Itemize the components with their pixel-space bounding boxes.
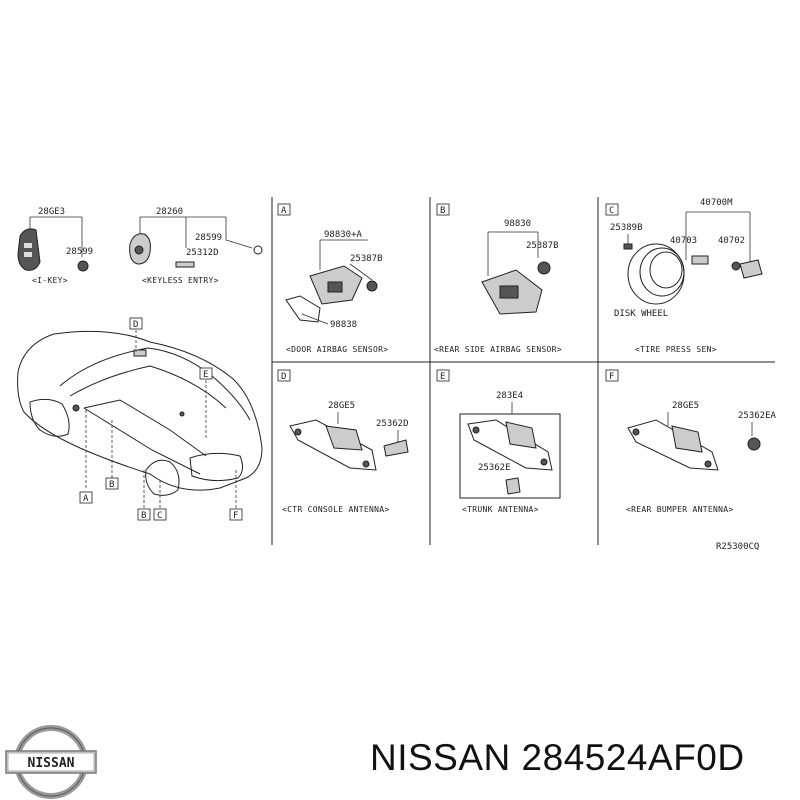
part-label-98830: 98830 — [504, 219, 531, 229]
roof-antenna — [133, 349, 147, 357]
callout-d: D — [133, 320, 138, 330]
panel-letter-e: E — [440, 372, 445, 382]
bolt-part — [383, 439, 409, 457]
part-label-disk-wheel: DISK WHEEL — [614, 309, 668, 319]
part-label-25362e: 25362E — [478, 463, 511, 473]
battery-part — [253, 245, 263, 255]
part-label-28ge5-d: 28GE5 — [328, 401, 355, 411]
intelligent-key-fob — [17, 228, 41, 271]
trunk-antenna-body — [505, 421, 537, 449]
logo-text: NISSAN — [28, 756, 75, 771]
part-label-25389b: 25389B — [610, 223, 643, 233]
panel-a-door-airbag-sensor: A 98830+A 25387B 98838 <DOOR AIRBAG SENS… — [277, 203, 388, 354]
panel-letter-c: C — [609, 206, 614, 216]
battery-part — [77, 260, 89, 272]
callout-b: B — [109, 480, 114, 490]
callout-e: E — [203, 370, 208, 380]
panel-letter-d: D — [281, 372, 286, 382]
caption-tire-press: <TIRE PRESS SEN> — [635, 345, 717, 354]
part-number: 284524AF0D — [521, 737, 745, 778]
part-label-40703: 40703 — [670, 236, 697, 246]
diagram-reference-code: R25300CQ — [716, 542, 759, 552]
valve-stem — [691, 255, 709, 265]
trunk-antenna-bracket — [467, 419, 553, 471]
panel-f-rear-bumper-antenna: F 28GE5 25362EA <REAR BUMPER ANTENNA> — [605, 369, 777, 514]
part-label-40702: 40702 — [718, 236, 745, 246]
part-label-25362d: 25362D — [376, 419, 409, 429]
caption-ctr-console: <CTR CONSOLE ANTENNA> — [282, 505, 389, 514]
tire-pressure-sensor-body — [739, 259, 763, 279]
panel-b-rear-side-airbag-sensor: B 98830 25387B <REAR SIDE AIRBAG SENSOR> — [434, 203, 562, 354]
panel-d-ctr-console-antenna: D 28GE5 25362D <CTR CONSOLE ANTENNA> — [277, 369, 409, 514]
part-label-283e4: 283E4 — [496, 391, 523, 401]
part-label-battery-2: 28599 — [195, 233, 222, 243]
callout-b-rear: B — [141, 511, 146, 521]
screw-part — [175, 261, 195, 268]
part-label-key-fob: 28GE3 — [38, 207, 65, 217]
caption-door-airbag: <DOOR AIRBAG SENSOR> — [286, 345, 388, 354]
keyless-entry-section: 28260 28599 25312D <KEYLESS ENTRY> — [129, 207, 263, 285]
part-label-keyless-unit: 28260 — [156, 207, 183, 217]
callout-f: F — [233, 511, 238, 521]
part-label-40700m: 40700M — [700, 198, 733, 208]
callout-c: C — [157, 511, 162, 521]
panel-letter-a: A — [281, 206, 287, 216]
clip-part — [505, 477, 521, 495]
car-illustration: D E A B B C F — [17, 317, 263, 521]
part-label-25362ea: 25362EA — [738, 411, 777, 421]
part-label-98838: 98838 — [330, 320, 357, 330]
panel-letter-b: B — [440, 206, 445, 216]
caption-trunk-antenna: <TRUNK ANTENNA> — [462, 505, 539, 514]
part-label-25387b-b: 25387B — [526, 241, 559, 251]
part-label-28ge5-f: 28GE5 — [672, 401, 699, 411]
caption-i-key: <I-KEY> — [32, 276, 68, 285]
caption-rear-side-airbag: <REAR SIDE AIRBAG SENSOR> — [434, 345, 562, 354]
trunk-antenna-frame — [459, 413, 561, 499]
panel-letter-f: F — [609, 372, 614, 382]
i-key-section: 28GE3 28599 <I-KEY> — [17, 207, 93, 285]
bumper-antenna-bracket — [627, 419, 719, 471]
brand-part-number-caption: NISSAN 284524AF0D — [370, 737, 745, 779]
panel-c-tire-pressure-sensor: C 40700M 25389B 40703 40702 DISK WHEEL <… — [605, 198, 763, 354]
part-label-98830a: 98830+A — [324, 230, 363, 240]
part-label-25387b: 25387B — [350, 254, 383, 264]
console-antenna-bracket — [289, 419, 377, 471]
caption-keyless-entry: <KEYLESS ENTRY> — [142, 276, 219, 285]
part-label-screw: 25312D — [186, 248, 219, 258]
part-label-battery: 28599 — [66, 247, 93, 257]
callout-a: A — [83, 494, 89, 504]
brand-name: NISSAN — [370, 737, 511, 778]
panel-e-trunk-antenna: E 283E4 25362E <TRUNK ANTENNA> — [436, 369, 561, 514]
clip-part — [747, 437, 761, 451]
console-antenna-body — [325, 425, 363, 451]
caption-rear-bumper: <REAR BUMPER ANTENNA> — [626, 505, 733, 514]
nissan-logo: NISSAN — [5, 725, 97, 799]
bumper-antenna-body — [671, 425, 703, 453]
